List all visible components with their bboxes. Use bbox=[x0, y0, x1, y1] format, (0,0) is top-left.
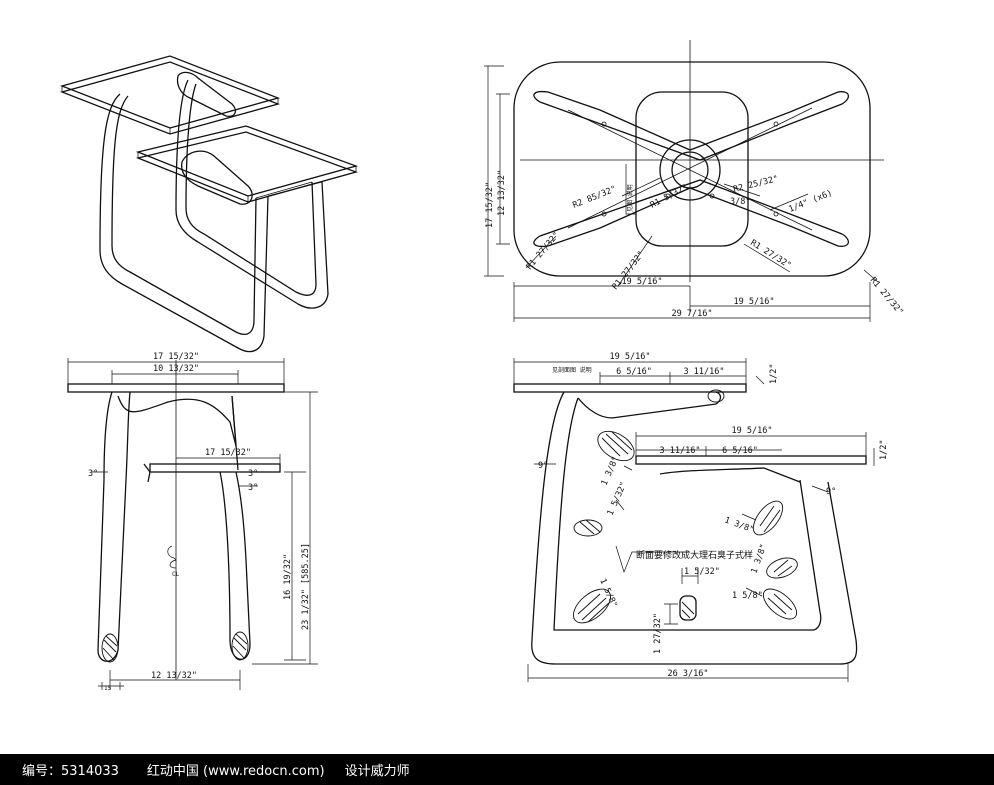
dim-19-5-b: 19 5/16" bbox=[734, 297, 775, 307]
front-view bbox=[513, 358, 875, 682]
front-second-width: 19 5/16" bbox=[732, 426, 773, 436]
radius-label-br: R1 27/32" bbox=[868, 276, 905, 318]
front-section-7: 1 5/8" bbox=[732, 591, 763, 601]
side-bottom-width: 12 13/32" bbox=[151, 671, 197, 681]
side-second-width: 17 15/32" bbox=[205, 448, 251, 458]
front-seg-b: 3 11/16" bbox=[684, 367, 725, 377]
front-angle-left: 9° bbox=[538, 461, 548, 471]
center-line-mark: CL bbox=[172, 571, 180, 578]
front-seg-c: 3 11/16" bbox=[660, 446, 701, 456]
side-view bbox=[67, 358, 318, 690]
section-note: 断面要修改成大理石臭子式样 bbox=[636, 549, 753, 561]
front-angle-right: 9° bbox=[826, 487, 836, 497]
phi-label: 1/4" (x6) bbox=[787, 188, 833, 215]
side-inner-width: 10 13/32" bbox=[153, 364, 199, 374]
side-inner-height: 16 19/32" bbox=[283, 554, 293, 600]
small-radius-label: 3/8" bbox=[730, 197, 750, 207]
front-bottom-width: 26 3/16" bbox=[668, 669, 709, 679]
technical-drawing: 17 15/32" 12 13/32" R2 85/32" 见图 说明 R1 5… bbox=[59, 40, 905, 692]
footer-credit: 设计威力师 bbox=[344, 764, 410, 779]
note-small-top: 见图 说明 bbox=[626, 184, 634, 212]
radius-label-mid-r: R1 27/32" bbox=[748, 238, 792, 271]
radius-label-bl: R1 27/32" bbox=[525, 230, 562, 272]
isometric-view bbox=[59, 55, 359, 353]
side-total-height: 23 1/32" [585.25] bbox=[301, 543, 311, 630]
top-view bbox=[484, 40, 884, 322]
side-angle-2: 3° bbox=[248, 469, 258, 479]
note-small-front: 见剖面图 说明 bbox=[552, 366, 592, 374]
radius-label-inner: R1 5/32" bbox=[649, 183, 690, 211]
radius-label-right: R2 25/32" bbox=[732, 174, 779, 195]
dim-19-5-a: 19 5/16" bbox=[622, 277, 663, 287]
front-seg-d: 6 5/16" bbox=[722, 446, 758, 456]
front-top-width: 19 5/16" bbox=[610, 352, 651, 362]
front-section-8: 1 27/32" bbox=[653, 613, 663, 654]
footer-site: 红动中国 (www.redocn.com) bbox=[146, 764, 325, 779]
front-seg-a: 6 5/16" bbox=[616, 367, 652, 377]
side-angle-1: 3° bbox=[88, 469, 98, 479]
front-section-5: 1 5/32" bbox=[684, 567, 720, 577]
side-top-width: 17 15/32" bbox=[153, 352, 199, 362]
footer-bar: 编号：5314033 红动中国 (www.redocn.com) 设计威力师 bbox=[0, 754, 994, 785]
front-section-4: 1 5/8" bbox=[597, 577, 619, 609]
front-section-1: 1 3/8" bbox=[600, 455, 622, 487]
side-angle-3: 3° bbox=[248, 483, 258, 493]
front-thick-1: 1/2" bbox=[769, 364, 779, 384]
side-foot-dim: 15 bbox=[104, 685, 112, 692]
footer-id: 编号：5314033 bbox=[22, 764, 119, 779]
front-thick-2: 1/2" bbox=[879, 440, 889, 460]
front-section-3: 1 3/8" bbox=[723, 515, 755, 535]
dim-total-top: 29 7/16" bbox=[672, 309, 713, 319]
top-height-dim: 17 15/32" bbox=[485, 182, 495, 228]
top-inner-height-dim: 12 13/32" bbox=[497, 170, 507, 216]
